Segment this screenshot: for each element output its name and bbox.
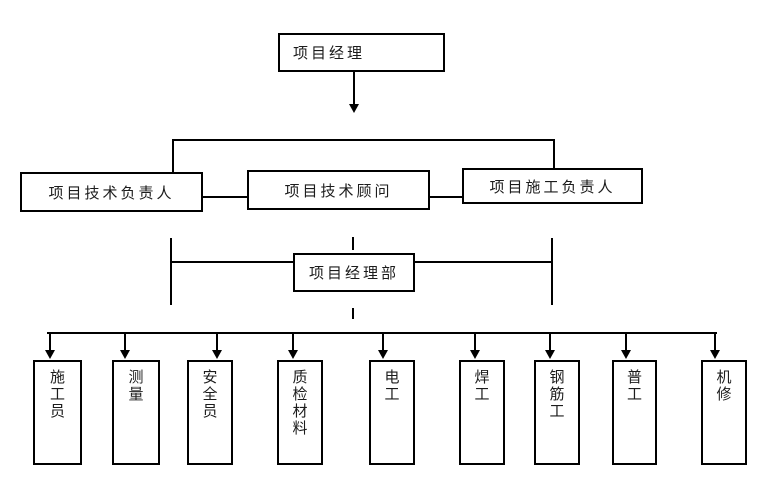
connector-worker-stem-4 [292,332,294,350]
box-project-manager: 项目经理 [278,33,445,72]
connector-dept-rail-right [415,261,552,263]
arrow-down-icon [621,350,631,359]
connector-tech-director-consultant [203,196,247,198]
connector-dept-stub-bottom [352,308,354,319]
box-electrician: 电工 [369,360,415,465]
box-surveying-label: 测量 [126,369,145,403]
box-safety-officer: 安全员 [187,360,233,465]
connector-worker-stem-2 [124,332,126,350]
box-safety-officer-label: 安全员 [200,369,219,420]
arrow-down-icon [212,350,222,359]
box-quality-materials-label: 质检材料 [290,369,309,437]
connector-worker-stem-6 [474,332,476,350]
box-tech-director-label: 项目技术负责人 [48,183,175,202]
arrow-down-icon [470,350,480,359]
connector-level2-drop-left [172,139,174,172]
connector-worker-stem-3 [216,332,218,350]
arrow-down-icon [378,350,388,359]
box-construction-worker-label: 施工员 [48,369,66,420]
connector-root-stem [353,72,355,104]
box-pm-department: 项目经理部 [293,253,415,292]
box-construction-director: 项目施工负责人 [462,168,643,204]
box-construction-worker: 施工员 [33,360,82,465]
connector-worker-stem-9 [714,332,716,350]
arrow-down-icon [120,350,130,359]
box-machine-repair: 机修 [701,360,747,465]
box-welder: 焊工 [459,360,505,465]
box-tech-director: 项目技术负责人 [20,172,203,212]
connector-mid-left [170,238,172,305]
box-rebar-worker-label: 钢筋工 [547,369,566,420]
box-project-manager-label: 项目经理 [293,44,366,62]
box-welder-label: 焊工 [472,369,491,403]
arrow-down-icon [45,350,55,359]
connector-worker-stem-5 [382,332,384,350]
connector-dept-rail-left [171,261,293,263]
connector-level2-rail [172,139,555,141]
connector-dept-stub-top [352,237,354,250]
arrow-down-icon [545,350,555,359]
box-quality-materials: 质检材料 [277,360,323,465]
box-rebar-worker: 钢筋工 [534,360,580,465]
box-machine-repair-label: 机修 [714,369,733,403]
box-electrician-label: 电工 [382,369,401,403]
box-general-worker: 普工 [612,360,657,465]
connector-worker-stem-1 [49,332,51,350]
box-pm-department-label: 项目经理部 [308,264,399,282]
connector-worker-stem-8 [625,332,627,350]
arrow-down-icon [349,104,359,113]
box-construction-director-label: 项目施工负责人 [489,177,616,196]
connector-worker-stem-7 [549,332,551,350]
box-surveying: 测量 [112,360,160,465]
box-tech-consultant: 项目技术顾问 [247,170,430,210]
connector-consultant-construction [430,196,462,198]
box-tech-consultant-label: 项目技术顾问 [284,181,393,200]
arrow-down-icon [288,350,298,359]
connector-mid-right [551,238,553,305]
arrow-down-icon [710,350,720,359]
connector-level2-drop-right [553,139,555,168]
box-general-worker-label: 普工 [625,369,643,403]
